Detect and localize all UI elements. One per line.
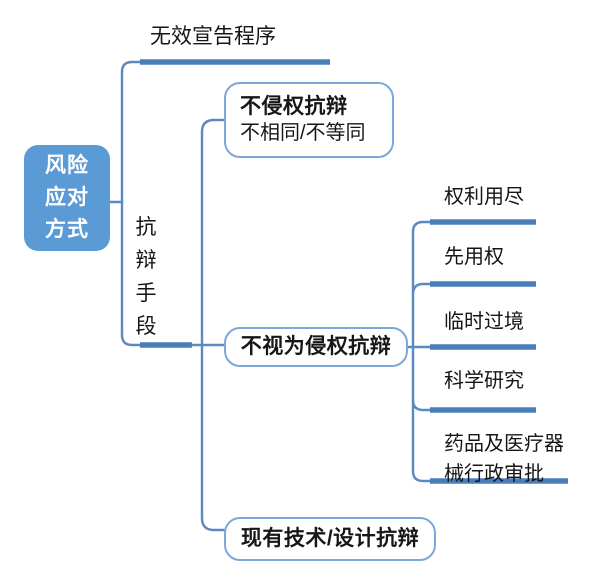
non-infringement-subtitle: 不相同/不等同 xyxy=(240,122,366,144)
defense-means-char-2: 辩 xyxy=(135,249,157,272)
node-prior-art-design-defense[interactable]: 现有技术/设计抗辩 xyxy=(224,517,436,561)
wire-elbow-exhaustion xyxy=(411,220,434,234)
root-label-line-2: 应对 xyxy=(45,186,89,209)
root-label-line-3: 方式 xyxy=(45,218,89,241)
defense-means-char-1: 抗 xyxy=(135,216,157,239)
node-temporary-transit[interactable]: 临时过境 xyxy=(444,311,524,333)
defense-means-char-3: 手 xyxy=(135,282,157,305)
prior-art-design-title: 现有技术/设计抗辩 xyxy=(240,527,420,550)
wire-elbow-drug-approval xyxy=(411,469,434,483)
root-label-line-1: 风险 xyxy=(45,154,89,177)
node-not-deemed-infringement[interactable]: 不视为侵权抗辩 xyxy=(224,327,408,367)
node-drug-device-approval[interactable]: 药品及医疗器 械行政审批 xyxy=(444,429,564,489)
node-invalidation-procedure[interactable]: 无效宣告程序 xyxy=(150,25,276,48)
node-prior-use-right[interactable]: 先用权 xyxy=(444,246,504,268)
wire-elbow-scientific-research xyxy=(411,398,434,412)
wire-elbow-defense-means xyxy=(120,333,144,347)
drug-approval-line-1: 药品及医疗器 xyxy=(444,433,564,455)
wire-elbow-non-infringement xyxy=(200,118,226,134)
node-non-infringement[interactable]: 不侵权抗辩 不相同/不等同 xyxy=(224,82,394,158)
root-node[interactable]: 风险 应对 方式 xyxy=(24,145,110,251)
wire-elbow-prior-art xyxy=(200,516,226,532)
defense-means-char-4: 段 xyxy=(135,315,157,338)
node-scientific-research[interactable]: 科学研究 xyxy=(444,370,524,392)
node-defense-means[interactable]: 抗 辩 手 段 xyxy=(133,211,159,343)
non-infringement-title: 不侵权抗辩 xyxy=(240,95,348,118)
wire-elbow-invalidation xyxy=(120,60,144,74)
drug-approval-line-2: 械行政审批 xyxy=(444,463,544,485)
node-exhaustion-of-rights[interactable]: 权利用尽 xyxy=(444,186,524,208)
wire-elbow-prior-use xyxy=(411,282,434,296)
not-deemed-infringement-title: 不视为侵权抗辩 xyxy=(240,335,392,358)
